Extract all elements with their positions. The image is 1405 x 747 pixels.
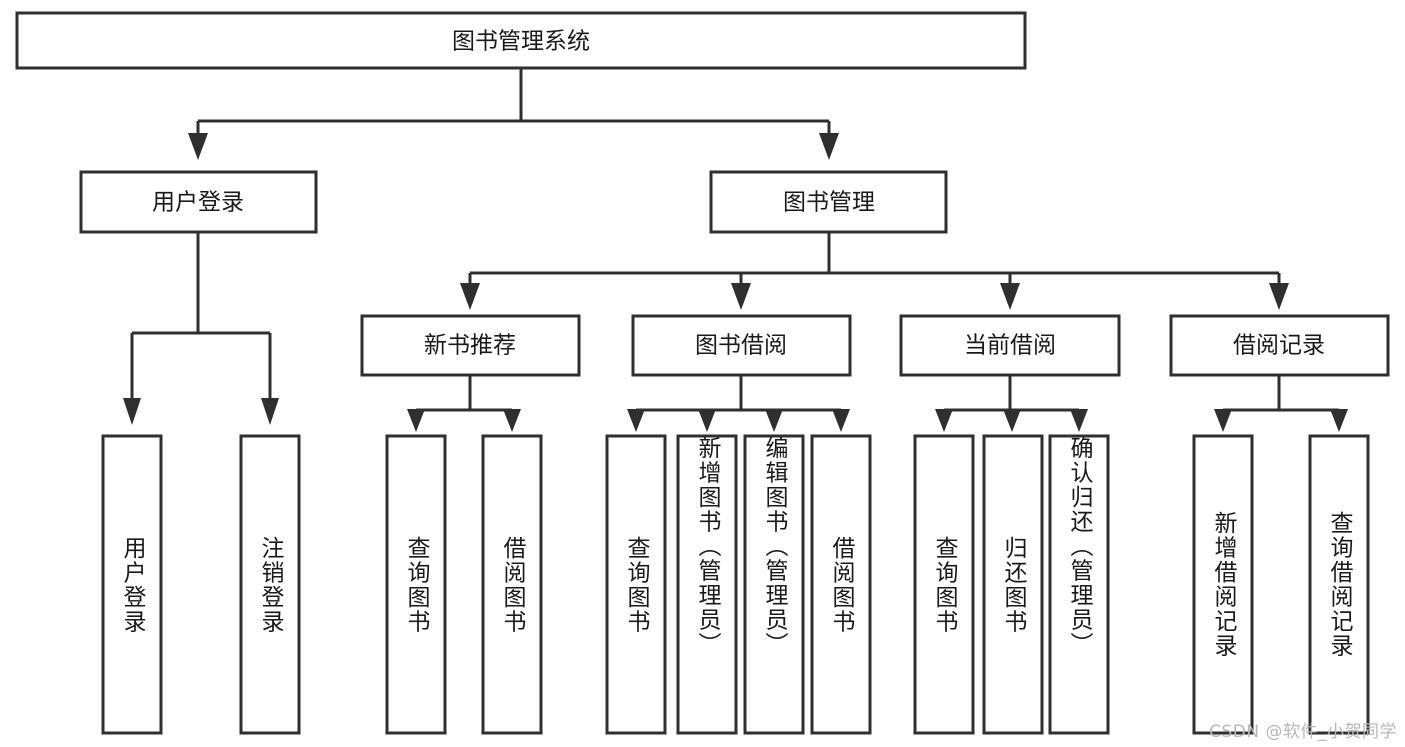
node-current-borrow-label: 当前借阅 <box>964 333 1056 359</box>
leaf-edit-book-admin-box[interactable] <box>743 434 805 735</box>
leaf-query-borrow-record-box[interactable] <box>1308 434 1370 735</box>
leaf-logout-box[interactable] <box>239 434 301 735</box>
connector-group-new-book-to-leaves <box>407 375 521 432</box>
leaf-confirm-return-admin-box[interactable] <box>1048 434 1110 735</box>
leaf-query-book-3-box[interactable] <box>913 434 975 735</box>
node-book-borrow[interactable]: 图书借阅 <box>631 314 852 377</box>
node-book-management-box[interactable] <box>709 170 948 234</box>
arrow-leaf-borrow-book-1 <box>503 409 521 432</box>
csdn-watermark: CSDN @软件_小贺同学 <box>1209 722 1397 742</box>
leaf-borrow-book-1-box[interactable] <box>481 434 543 735</box>
arrow-leaf-logout <box>261 398 279 425</box>
arrow-leaf-user-login <box>123 398 141 425</box>
arrow-current-borrow <box>1000 283 1020 310</box>
arrow-leaf-query-book-2 <box>627 409 645 432</box>
connector-group-book-management-to-level3 <box>460 232 1289 310</box>
arrow-to-user-login <box>188 133 208 160</box>
leaf-boxes-group <box>101 434 1370 735</box>
leaf-query-book-1-box[interactable] <box>385 434 447 735</box>
node-borrow-record-box[interactable] <box>1169 314 1390 377</box>
node-root[interactable]: 图书管理系统 <box>15 11 1027 70</box>
arrow-borrow-record <box>1269 283 1289 310</box>
connector-group-current-borrow-to-leaves <box>935 375 1088 432</box>
leaf-user-login-box[interactable] <box>101 434 163 735</box>
connector-group-user-login-to-leaves <box>123 232 279 425</box>
arrow-leaf-add-book-admin <box>698 409 716 432</box>
arrow-leaf-return-book <box>1003 409 1021 432</box>
node-user-login-label: 用户登录 <box>152 190 244 216</box>
arrow-leaf-borrow-book-2 <box>832 409 850 432</box>
node-book-management[interactable]: 图书管理 <box>709 170 948 234</box>
leaf-borrow-book-2-box[interactable] <box>810 434 872 735</box>
node-new-book-recommend-label: 新书推荐 <box>424 333 516 359</box>
node-new-book-recommend[interactable]: 新书推荐 <box>360 314 581 377</box>
leaf-add-borrow-record-box[interactable] <box>1192 434 1254 735</box>
arrow-book-borrow <box>731 283 751 310</box>
arrow-leaf-query-book-1 <box>407 409 425 432</box>
node-borrow-record-label: 借阅记录 <box>1233 333 1325 359</box>
arrow-to-book-management <box>819 133 839 160</box>
connector-group-borrow-record-to-leaves <box>1214 375 1348 432</box>
connector-group-root-to-level2 <box>188 68 839 160</box>
node-book-borrow-label: 图书借阅 <box>695 333 787 359</box>
node-borrow-record[interactable]: 借阅记录 <box>1169 314 1390 377</box>
node-current-borrow[interactable]: 当前借阅 <box>899 314 1121 377</box>
node-book-borrow-box[interactable] <box>631 314 852 377</box>
leaf-add-book-admin-box[interactable] <box>676 434 738 735</box>
node-current-borrow-box[interactable] <box>899 314 1121 377</box>
node-user-login[interactable]: 用户登录 <box>79 170 318 234</box>
leaf-return-book-box[interactable] <box>982 434 1044 735</box>
node-user-login-box[interactable] <box>79 170 318 234</box>
node-new-book-recommend-box[interactable] <box>360 314 581 377</box>
arrow-leaf-add-borrow-record <box>1214 409 1232 432</box>
arrow-leaf-edit-book-admin <box>765 409 783 432</box>
leaf-query-book-2-box[interactable] <box>605 434 667 735</box>
arrow-new-book-recommend <box>460 283 480 310</box>
arrow-leaf-query-borrow-record <box>1330 409 1348 432</box>
arrow-leaf-query-book-3 <box>935 409 953 432</box>
node-book-management-label: 图书管理 <box>783 190 875 216</box>
arrow-leaf-confirm-return-admin <box>1070 409 1088 432</box>
connector-group-book-borrow-to-leaves <box>627 375 850 432</box>
node-root-box[interactable] <box>15 11 1027 70</box>
node-root-label: 图书管理系统 <box>452 29 590 55</box>
